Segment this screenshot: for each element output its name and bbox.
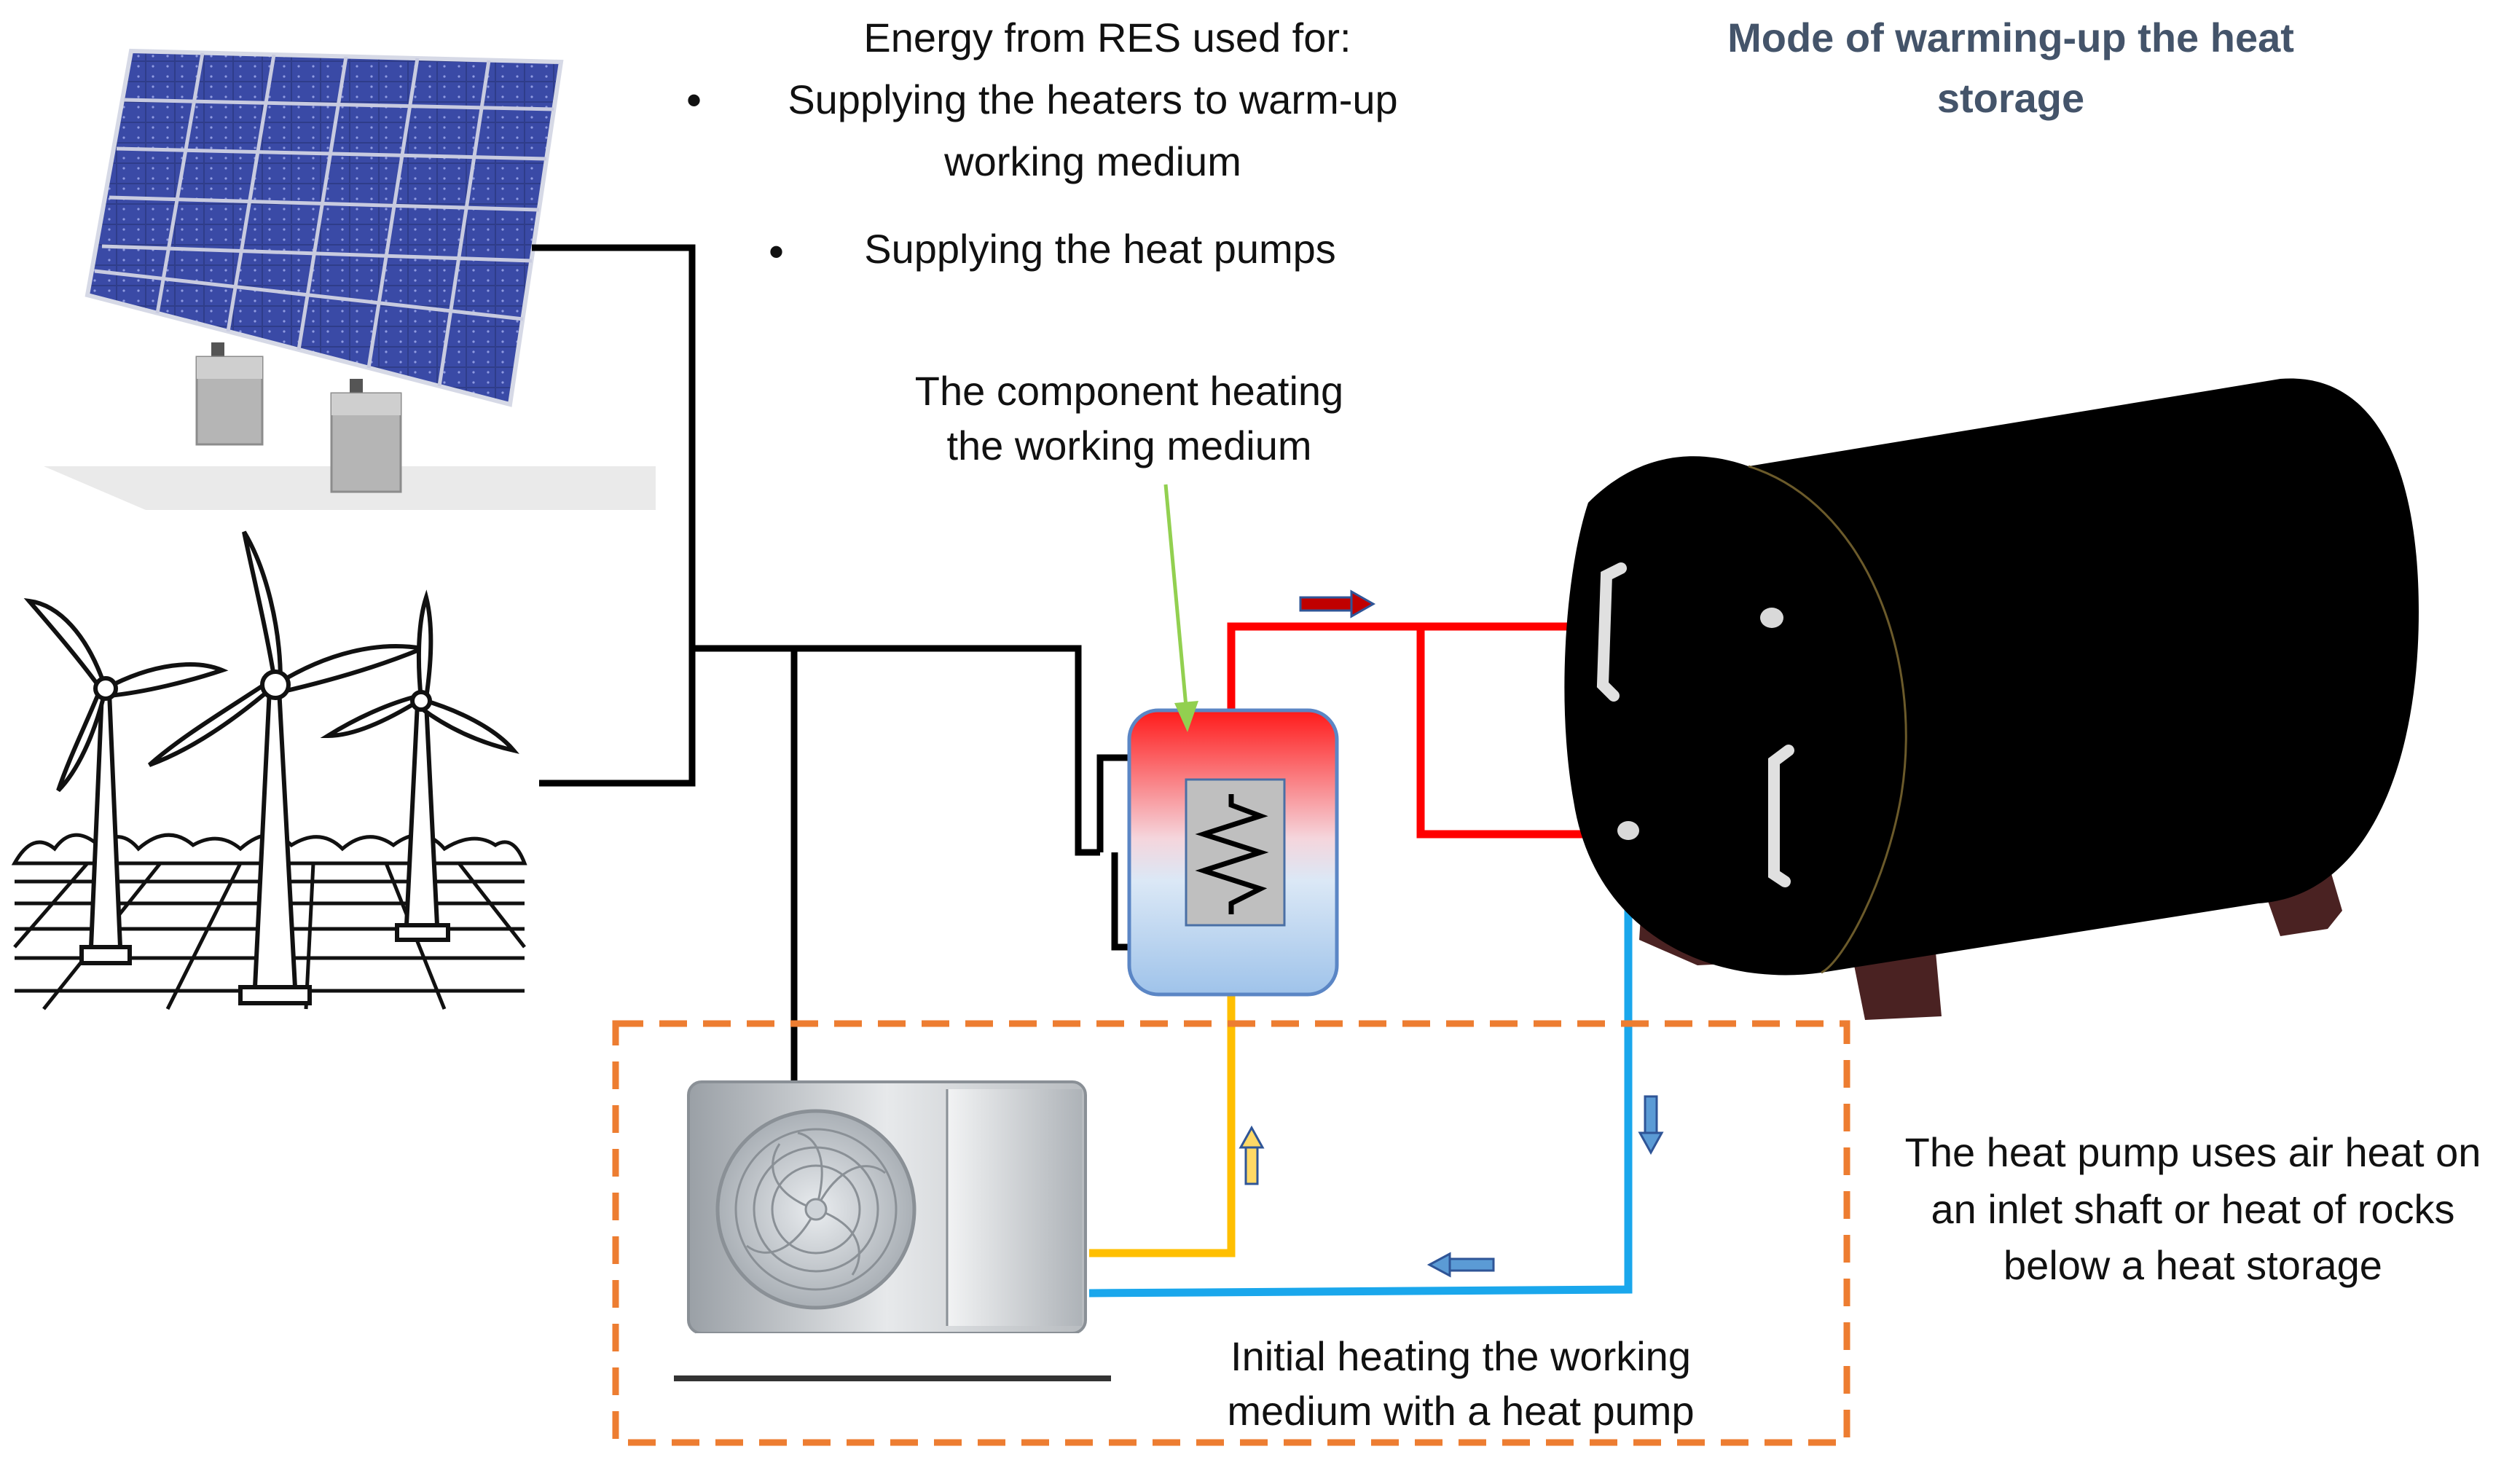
use-2-line1: Supplying the heat pumps	[864, 226, 1336, 272]
warm-pipe	[1089, 991, 1236, 1257]
use-1-line2: working medium	[944, 138, 1241, 184]
arrow-down-icon	[1638, 1095, 1664, 1155]
pointer-arrow	[1163, 484, 1198, 732]
bullet-dot: •	[769, 227, 785, 276]
bullet-dot: •	[686, 76, 702, 125]
initial-heating-label-line2: medium with a heat pump	[1227, 1388, 1695, 1434]
heater-component-label-line1: The component heating	[914, 368, 1344, 414]
heat-pump-note-line2: an inlet shaft or heat of rocks	[1931, 1186, 2455, 1232]
mode-title-line1: Mode of warming-up the heat	[1727, 15, 2294, 60]
wind-turbines-icon	[11, 530, 527, 1010]
heat-pump-note-line1: The heat pump uses air heat on	[1904, 1129, 2481, 1175]
arrow-right-icon	[1299, 589, 1376, 619]
use-1-line1: Supplying the heaters to warm-up	[788, 76, 1398, 122]
flow-arrows	[1239, 589, 1664, 1278]
solar-panel-icon	[44, 48, 656, 510]
hot-pipe-branch	[1416, 627, 1632, 839]
heat-pump-note-line3: below a heat storage	[2003, 1242, 2382, 1288]
heater-tank-icon	[1127, 708, 1339, 997]
heater-component-label-line2: the working medium	[946, 423, 1312, 468]
heat-pump-unit-icon	[674, 1080, 1111, 1381]
heat-storage-tank-icon	[1564, 378, 2419, 1020]
arrow-up-icon	[1239, 1125, 1265, 1185]
arrow-left-icon	[1426, 1252, 1495, 1278]
cold-pipe	[1088, 838, 1633, 1298]
energy-title: Energy from RES used for:	[863, 15, 1351, 60]
mode-title-line2: storage	[1936, 75, 2085, 121]
initial-heating-label-line1: Initial heating the working	[1230, 1333, 1691, 1379]
heat-pump-region-box	[612, 1020, 1850, 1446]
